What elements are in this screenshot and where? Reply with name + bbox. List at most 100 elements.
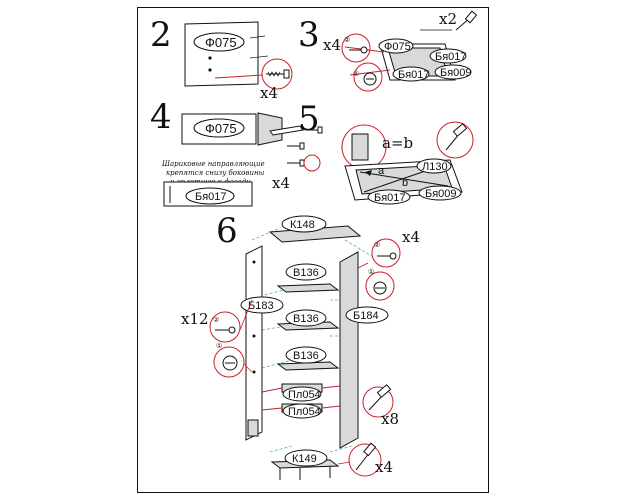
cam-lock-icon: [363, 72, 377, 86]
plank-2-label-oval: [282, 403, 322, 419]
arrow-head: [365, 170, 372, 176]
step-4-number: 4: [150, 97, 172, 137]
cam-bolt-icon: [215, 326, 236, 334]
rail-label-oval: [185, 187, 235, 205]
rail-guide: [261, 407, 283, 411]
plank-2-label: Пл054: [288, 406, 321, 418]
side-label: Бя017: [374, 192, 406, 204]
guide-line: [261, 359, 293, 369]
shelf-2-label: В136: [293, 313, 319, 325]
guide-line: [269, 445, 293, 453]
guide-line: [251, 227, 281, 241]
left-side-label: Б183: [248, 300, 274, 312]
step-5: 5 a=b a b Л130 Бя017 Бя009: [298, 99, 474, 205]
cam-bolt-callout: [209, 311, 241, 343]
callout-two: ②: [344, 37, 350, 44]
cam-lock-icon: [222, 355, 238, 371]
rail-guide: [261, 387, 283, 393]
top-label: К148: [290, 219, 315, 231]
back-label: Бя009: [425, 188, 457, 200]
step-3-qty-left: x4: [323, 36, 341, 54]
step-2-qty: x4: [260, 84, 278, 102]
back-label: Бя009: [440, 67, 472, 79]
side-label-oval: [429, 48, 467, 64]
cam-lock-callout: [365, 271, 395, 301]
cam-lock-callout: [213, 346, 245, 378]
step-4-note-line1: Шариковые направляющие: [161, 160, 265, 168]
screw-icon: [306, 126, 323, 134]
dowel-hole: [208, 68, 212, 72]
facade-label-oval: [193, 118, 245, 138]
screw-callout-circle: [261, 58, 293, 90]
callout-one: ①: [368, 268, 374, 276]
screw-guide-line: [249, 55, 269, 59]
screwdriver-callout: [348, 443, 382, 477]
right-side-panel: [339, 251, 359, 449]
guide-line: [329, 445, 353, 453]
screw-icon: [266, 69, 290, 79]
side-label-oval: [367, 189, 411, 205]
plank-1-label-oval: [282, 386, 322, 402]
l-label-oval: [416, 158, 452, 174]
step-3: 3 x4 x2 Ф075 Бя017 Бя017 Бя009 ② ①: [298, 10, 478, 92]
step-6: 6 К148 Б183: [181, 211, 420, 480]
qty-right-top: x4: [402, 228, 420, 246]
shelf-3-label-oval: [285, 346, 327, 364]
bottom-label-oval: [284, 449, 328, 467]
shelf-2-label-oval: [285, 309, 327, 327]
facade-label: Ф075: [384, 41, 411, 53]
left-side-panel: [245, 245, 263, 441]
hammer-callout-circle: [436, 121, 474, 159]
step-4-note-line2: крепятся снизу боковины: [166, 169, 265, 177]
l-label: Л130: [422, 161, 448, 173]
side-label-oval: [392, 66, 430, 82]
side-right-label: Бя017: [435, 51, 467, 63]
dowel-hole: [252, 370, 256, 374]
screwdriver-icon: [355, 442, 377, 471]
facade-label-oval: [378, 38, 414, 54]
corner-detail: [351, 133, 369, 161]
step-2-number: 2: [150, 15, 172, 55]
shelf-1-label-oval: [285, 263, 327, 281]
rail-guide: [321, 385, 341, 389]
formula: a=b: [382, 134, 413, 152]
side-left-label: Бя017: [398, 69, 430, 81]
step-4-qty: x4: [272, 174, 290, 192]
callout-leader: [337, 461, 351, 465]
facade-label-oval: [193, 32, 245, 52]
slide-rail: [247, 419, 259, 437]
rail-label: Бя017: [195, 191, 227, 203]
step-2: 2 Ф075 x4: [150, 15, 293, 102]
right-side-label: Б184: [353, 310, 379, 322]
hammer-icon: [368, 384, 392, 411]
step-5-number: 5: [298, 99, 320, 139]
dim-a: a: [378, 165, 385, 177]
screw-callout-circle: [303, 154, 321, 172]
dowel-hole: [252, 334, 256, 338]
screw-guide-line: [249, 35, 266, 39]
cam-bolt-icon: [377, 252, 397, 260]
shelf-1-label: В136: [293, 267, 319, 279]
hammer-callout: [362, 386, 394, 418]
callout-leader: [239, 299, 253, 331]
step-3-qty-top: x2: [439, 10, 457, 28]
step-4: 4 Ф075 x4 Шариковые направляющие крепятс…: [150, 97, 323, 207]
step-6-number: 6: [216, 211, 238, 251]
callout-two: ②: [374, 242, 380, 249]
qty-left: x12: [181, 310, 209, 328]
top-label-oval: [281, 215, 327, 233]
callout-one: ①: [216, 342, 222, 350]
qty-right-mid: x8: [381, 410, 399, 428]
drawer-side: [257, 112, 283, 146]
callout-leader: [243, 363, 253, 373]
callout-one: ①: [353, 70, 359, 78]
diagonal-a: [359, 171, 449, 187]
bottom-label: К149: [292, 453, 317, 465]
dim-b: b: [402, 177, 408, 189]
dowel-hole: [208, 56, 212, 60]
callout-two: ②: [213, 317, 219, 324]
shelf-3-label: В136: [293, 350, 319, 362]
qty-bottom: x4: [375, 458, 393, 476]
